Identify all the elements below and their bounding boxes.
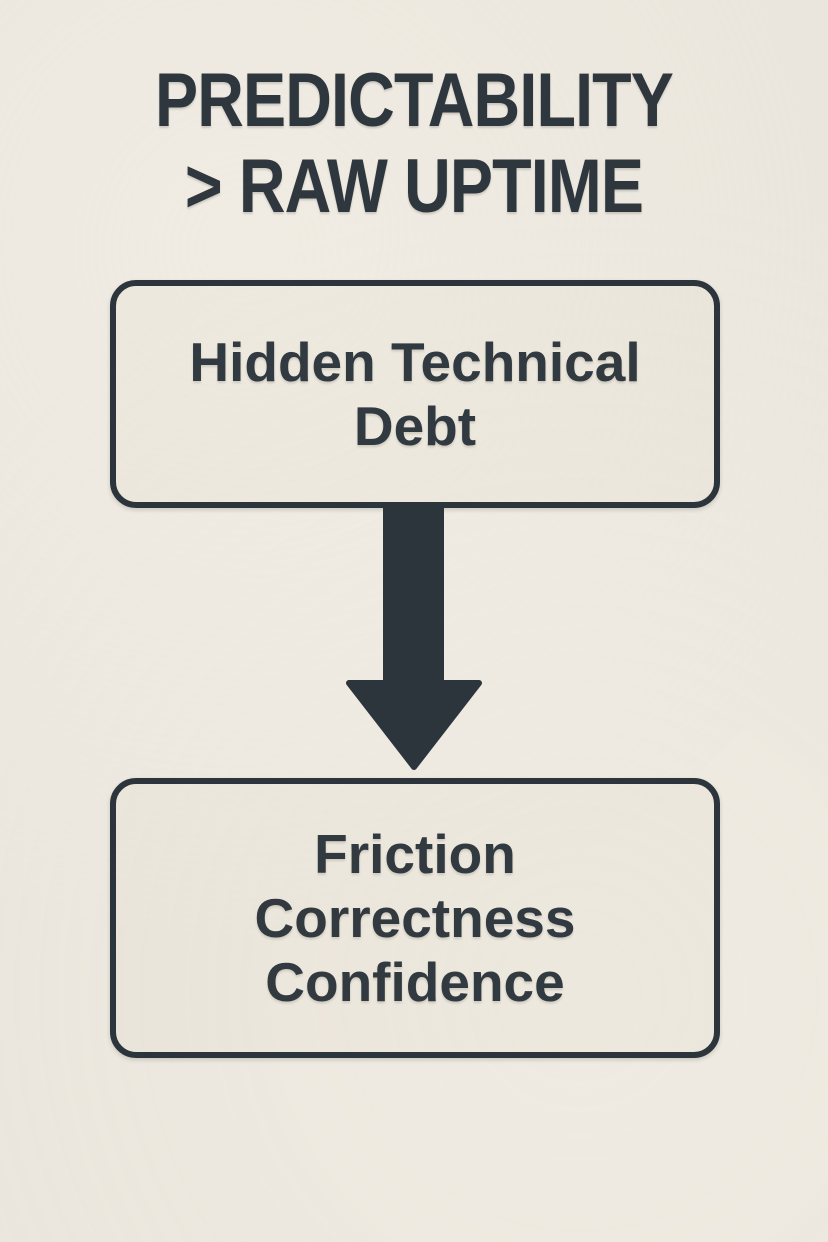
node-label: Friction Correctness Confidence [255, 822, 576, 1014]
node-line: Confidence [265, 951, 565, 1013]
arrow-down-icon [346, 504, 482, 770]
title-line-2: > RAW UPTIME [184, 144, 644, 229]
node-line: Correctness [254, 887, 576, 949]
node-friction-correctness-confidence: Friction Correctness Confidence [110, 778, 720, 1058]
node-line: Hidden Technical [189, 331, 641, 393]
poster-title: PREDICTABILITY > RAW UPTIME [62, 58, 766, 230]
node-label: Hidden Technical Debt [189, 330, 640, 458]
node-line: Debt [353, 395, 477, 457]
node-hidden-technical-debt: Hidden Technical Debt [110, 280, 720, 508]
node-line: Friction [314, 823, 516, 885]
title-line-1: PREDICTABILITY [154, 58, 674, 143]
